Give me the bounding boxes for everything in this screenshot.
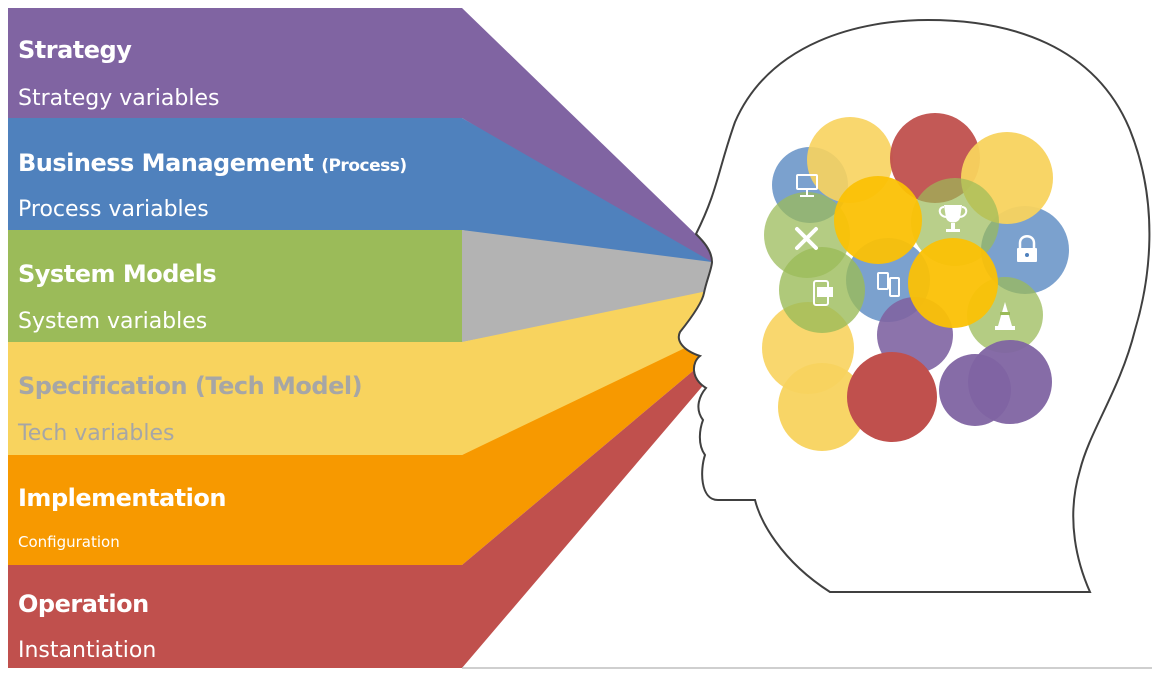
bubble xyxy=(908,238,998,328)
layer-title: Implementation xyxy=(18,484,226,512)
trophy-icon xyxy=(938,205,968,232)
layer-implementation-subtitle: Configuration xyxy=(18,533,120,551)
layer-title: System Models xyxy=(18,260,217,288)
layer-business-management-title: Business Management (Process) xyxy=(18,149,407,177)
bubble xyxy=(834,176,922,264)
layer-subtitle: Tech variables xyxy=(18,421,175,446)
layer-title: Operation xyxy=(18,590,149,618)
layer-title: Specification (Tech Model) xyxy=(18,372,363,400)
layer-system-models-subtitle: System variables xyxy=(18,309,207,334)
lock-icon xyxy=(1017,235,1037,262)
layer-strategy-subtitle: Strategy variables xyxy=(18,86,219,111)
layer-title: Strategy xyxy=(18,36,132,64)
tools-icon xyxy=(795,227,818,250)
bubble-cluster xyxy=(762,113,1069,451)
monitor-icon xyxy=(796,174,818,197)
layer-strategy-title: Strategy xyxy=(18,36,132,64)
layer-operation-subtitle: Instantiation xyxy=(18,638,156,663)
layer-title-paren: (Process) xyxy=(321,156,407,176)
band-system-models-gray xyxy=(462,230,712,342)
layer-operation-title: Operation xyxy=(18,590,149,618)
phone-icon xyxy=(813,280,833,306)
band-implementation xyxy=(8,335,712,565)
mobile-devices-icon xyxy=(877,272,900,297)
layer-implementation-title: Implementation xyxy=(18,484,226,512)
layer-subtitle: System variables xyxy=(18,309,208,334)
layer-specification-subtitle: Tech variables xyxy=(18,421,174,446)
band-strategy xyxy=(8,8,712,268)
layer-system-models-title: System Models xyxy=(18,260,217,288)
bubble xyxy=(939,354,1011,426)
layer-subtitle: Configuration xyxy=(18,533,120,551)
band-operation xyxy=(8,355,712,668)
layer-subtitle: Instantiation xyxy=(18,638,157,663)
bubble xyxy=(778,363,866,451)
layer-business-management-subtitle: Process variables xyxy=(18,197,209,222)
layer-specification-title: Specification (Tech Model) xyxy=(18,372,363,400)
bubble xyxy=(847,352,937,442)
band-specification xyxy=(8,290,712,455)
layer-subtitle: Strategy variables xyxy=(18,86,220,111)
layer-subtitle: Process variables xyxy=(18,197,209,222)
layer-title: Business Management xyxy=(18,149,322,177)
traffic-cone-icon xyxy=(995,302,1015,330)
